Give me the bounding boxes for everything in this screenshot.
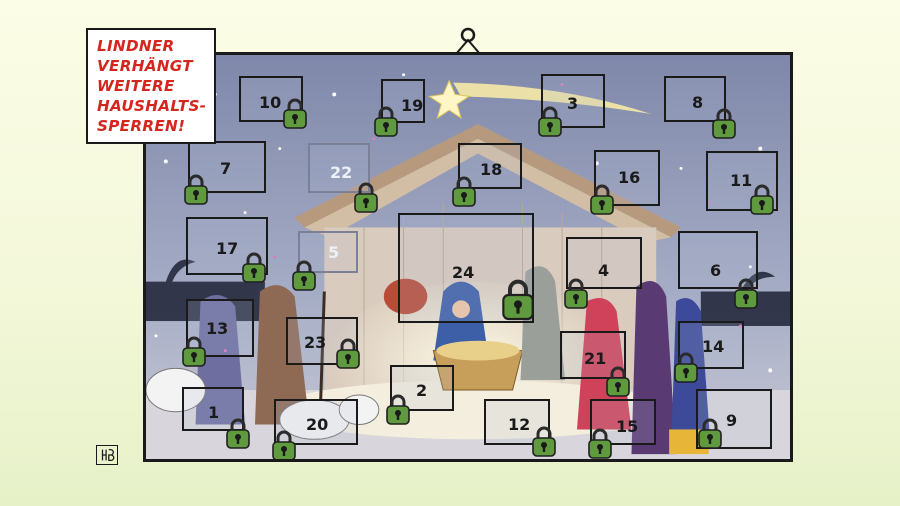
door-number: 4	[598, 261, 610, 280]
headline-line: WEITERE	[97, 77, 175, 95]
advent-door[interactable]: 22	[308, 143, 370, 193]
door-number: 20	[306, 415, 329, 434]
advent-calendar-poster: 10 19 3 8 7 22 18 16 11 17 5 24 4 6 13 2…	[143, 52, 793, 462]
padlock-icon	[712, 108, 736, 139]
padlock-icon	[283, 98, 307, 129]
artist-signature-icon	[96, 445, 118, 465]
padlock-icon	[532, 426, 556, 457]
door-number: 10	[259, 93, 282, 112]
padlock-icon	[386, 394, 410, 425]
door-number: 14	[702, 337, 725, 356]
door-number: 19	[401, 96, 424, 115]
padlock-icon	[750, 184, 774, 215]
padlock-icon	[182, 336, 206, 367]
door-number: 22	[330, 163, 353, 182]
advent-door[interactable]: 21	[560, 331, 626, 379]
door-number: 3	[567, 94, 579, 113]
door-number: 12	[508, 415, 531, 434]
advent-door[interactable]: 20	[274, 399, 358, 445]
padlock-icon	[502, 279, 534, 321]
headline-line: LINDNER	[97, 37, 175, 55]
padlock-icon	[226, 418, 250, 449]
headline-line: SPERREN!	[97, 117, 186, 135]
headline-box: LINDNER VERHÄNGT WEITERE HAUSHALTS- SPER…	[86, 28, 216, 144]
door-number: 17	[216, 239, 239, 258]
advent-door[interactable]: 23	[286, 317, 358, 365]
padlock-icon	[336, 338, 360, 369]
door-number: 5	[328, 243, 340, 262]
padlock-icon	[292, 260, 316, 291]
door-number: 1	[208, 403, 220, 422]
door-number: 15	[616, 417, 639, 436]
headline-line: VERHÄNGT	[97, 57, 193, 75]
door-number: 6	[710, 261, 722, 280]
headline-line: HAUSHALTS-	[97, 97, 207, 115]
padlock-icon	[184, 174, 208, 205]
door-number: 24	[452, 263, 475, 282]
door-number: 16	[618, 168, 641, 187]
picture-hook-icon	[455, 27, 481, 55]
padlock-icon	[590, 184, 614, 215]
advent-door[interactable]: 14	[678, 321, 744, 369]
advent-door[interactable]: 19	[381, 79, 425, 123]
padlock-icon	[564, 278, 588, 309]
door-number: 13	[206, 319, 229, 338]
padlock-icon	[734, 278, 758, 309]
door-number: 18	[480, 160, 503, 179]
padlock-icon	[538, 106, 562, 137]
padlock-icon	[452, 176, 476, 207]
padlock-icon	[272, 430, 296, 459]
padlock-icon	[588, 428, 612, 459]
padlock-icon	[674, 352, 698, 383]
door-number: 2	[416, 381, 428, 400]
door-number: 7	[220, 159, 232, 178]
padlock-icon	[354, 182, 378, 213]
door-number: 8	[692, 93, 704, 112]
door-number: 23	[304, 333, 327, 352]
advent-door[interactable]: 15	[590, 399, 656, 445]
door-number: 21	[584, 349, 607, 368]
padlock-icon	[606, 366, 630, 397]
door-number: 11	[730, 171, 753, 190]
door-number: 9	[726, 411, 738, 430]
advent-door[interactable]: 5	[298, 231, 358, 273]
padlock-icon	[242, 252, 266, 283]
padlock-icon	[374, 106, 398, 137]
advent-door[interactable]: 8	[664, 76, 726, 122]
padlock-icon	[698, 418, 722, 449]
advent-door[interactable]: 1	[182, 387, 244, 431]
advent-door[interactable]: 16	[594, 150, 660, 206]
advent-door[interactable]: 2	[390, 365, 454, 411]
